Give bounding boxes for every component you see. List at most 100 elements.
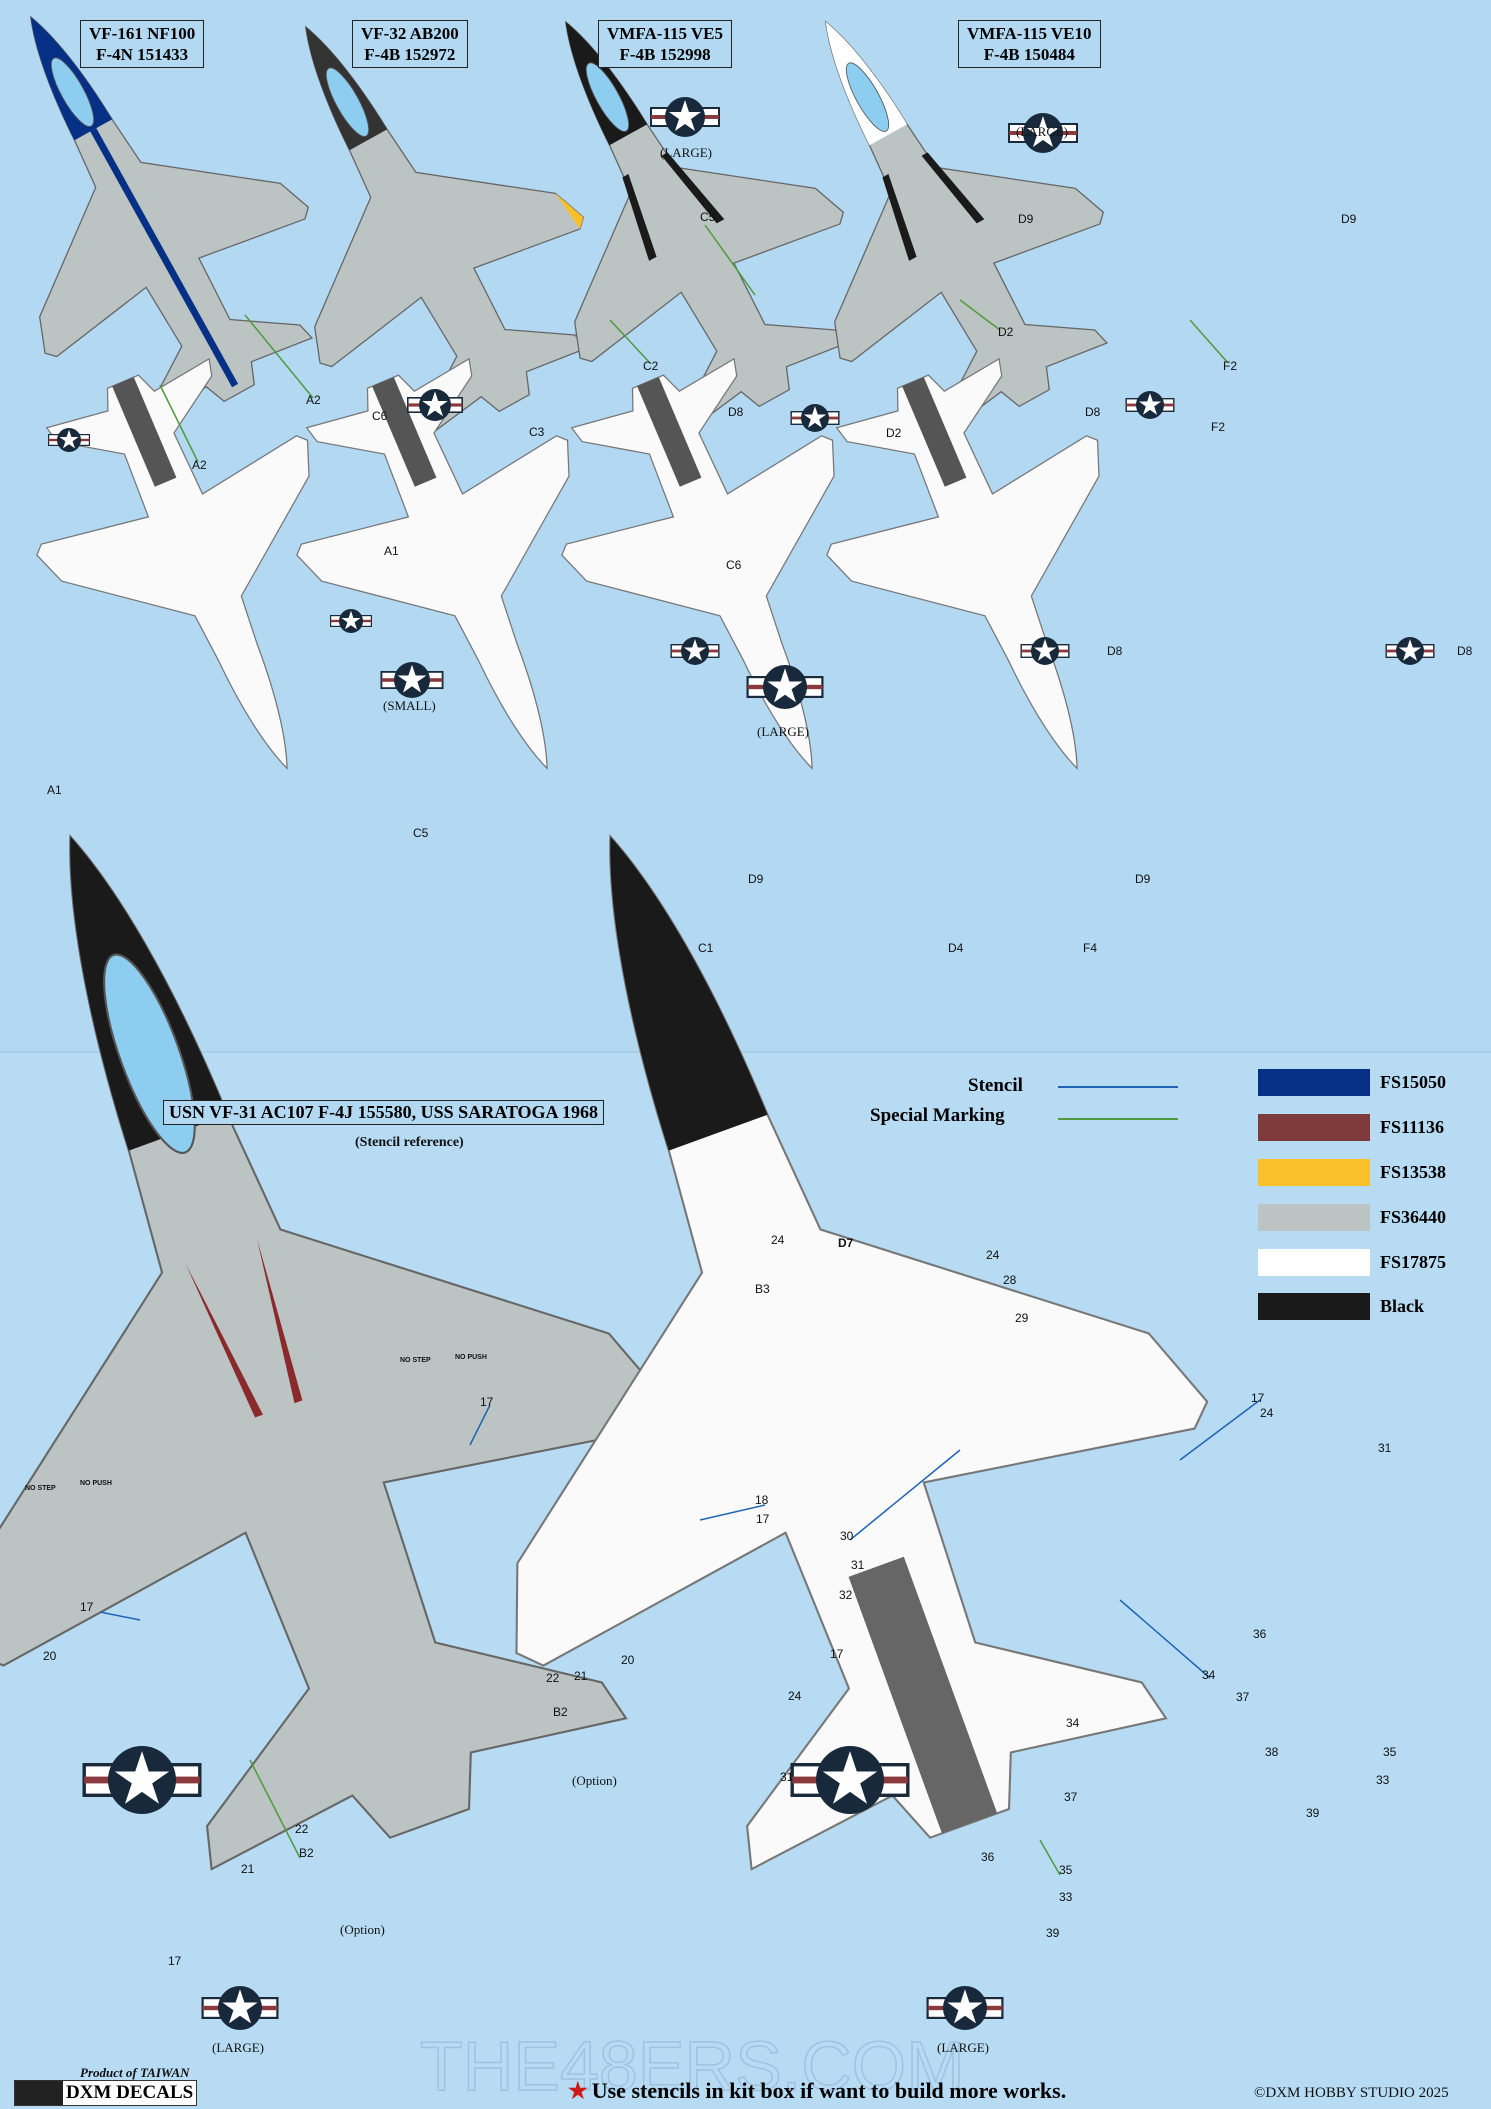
callout-size: (LARGE) [660, 145, 712, 160]
callout: D8 [728, 405, 744, 419]
color-swatch [1258, 1293, 1370, 1320]
stencil-number: 36 [1253, 1627, 1267, 1641]
stencil-number: 17 [168, 1954, 182, 1968]
aircraft-top-view-3 [433, 0, 907, 472]
footer-note: ★Use stencils in kit box if want to buil… [568, 2078, 1067, 2103]
stencil-number: 17 [756, 1512, 770, 1526]
option-label: (Option) [572, 1773, 617, 1788]
callout: D9 [748, 872, 764, 886]
key-stencil-label: Stencil [968, 1075, 1023, 1096]
callout: C3 [529, 425, 545, 439]
stencil-section-subtitle: (Stencil reference) [355, 1135, 464, 1150]
legend-item: FS13538 [1258, 1159, 1446, 1186]
roundel [790, 403, 840, 433]
key-stencil-line [1058, 1086, 1178, 1088]
stencil-number: 18 [755, 1493, 769, 1507]
aircraft-bottom-view-3 [512, 323, 948, 827]
callout: D8 [1107, 644, 1123, 658]
stencil-number: 35 [1059, 1863, 1073, 1877]
stencil-number: 24 [771, 1233, 785, 1247]
callout: C5 [413, 826, 429, 840]
stencil-number: 35 [1383, 1745, 1397, 1759]
stencil-number: B2 [299, 1846, 314, 1860]
color-swatch [1258, 1204, 1370, 1231]
aircraft-bottom-view-2 [247, 323, 683, 827]
callout: C1 [698, 941, 714, 955]
stencil-number: 29 [1015, 1311, 1029, 1325]
watermark: THE48ERS.COM [420, 2027, 965, 2105]
color-swatch [1258, 1069, 1370, 1096]
aircraft-top-view-2 [173, 0, 647, 477]
roundel [330, 608, 372, 634]
callout: D2 [886, 426, 902, 440]
color-swatch [1258, 1114, 1370, 1141]
roundel [1125, 390, 1175, 420]
stencil-leaders [99, 1399, 1261, 1679]
callout: D9 [1135, 872, 1151, 886]
callout: D2 [998, 325, 1014, 339]
stencil-number: 17 [1251, 1391, 1265, 1405]
callout-size: (LARGE) [757, 724, 809, 739]
stencil-number: 36 [981, 1850, 995, 1864]
stencil-number: 24 [1260, 1406, 1274, 1420]
callout: C6 [726, 558, 742, 572]
stencil-number: 30 [840, 1529, 854, 1543]
callout: C2 [643, 359, 659, 373]
stencil-number: 31 [851, 1558, 865, 1572]
stencil-number: 21 [574, 1669, 588, 1683]
stencil-number: 33 [1059, 1890, 1073, 1904]
callout: C6 [372, 409, 388, 423]
callout: D9 [1341, 212, 1357, 226]
stencil-number: 31 [1378, 1441, 1392, 1455]
callout: D4 [948, 941, 964, 955]
callout-size: (SMALL) [383, 698, 436, 713]
callout: F4 [1083, 941, 1098, 955]
no-step-label: NO STEP [400, 1357, 431, 1364]
stencil-number: 39 [1306, 1806, 1320, 1820]
legend-item: FS17875 [1258, 1249, 1446, 1276]
roundel [1385, 636, 1435, 666]
stencil-number: 22 [295, 1822, 309, 1836]
no-step-label: NO STEP [25, 1485, 56, 1492]
stencil-section-title: USN VF-31 AC107 F-4J 155580, USS SARATOG… [163, 1100, 605, 1125]
aircraft-bottom-view-4 [777, 323, 1213, 827]
callout: F2 [1211, 420, 1226, 434]
stencil-number: 33 [1376, 1773, 1390, 1787]
copyright: ©DXM HOBBY STUDIO 2025 [1254, 2085, 1449, 2101]
key-special-line [1058, 1118, 1178, 1120]
stencil-number: 34 [1202, 1668, 1216, 1682]
aircraft-bottom-view-1 [0, 323, 423, 827]
stencil-number: 20 [621, 1653, 635, 1667]
no-push-label: NO PUSH [455, 1354, 487, 1361]
stencil-number: 24 [788, 1689, 802, 1703]
legend-item: FS11136 [1258, 1114, 1444, 1141]
stencil-number: 21 [241, 1862, 255, 1876]
stencil-number: 17 [830, 1647, 844, 1661]
callout: F2 [1223, 359, 1238, 373]
callout: D8 [1457, 644, 1473, 658]
aircraft-top-view-1 [0, 0, 372, 467]
star-icon: ★ [568, 2078, 588, 2103]
stencil-number: 22 [546, 1671, 560, 1685]
stencil-number: 31 [780, 1770, 794, 1784]
legend-item: Black [1258, 1293, 1424, 1320]
callout: D8 [1085, 405, 1101, 419]
large-label: (LARGE) [212, 2040, 264, 2055]
callout: A1 [47, 783, 62, 797]
stencil-number: B3 [755, 1282, 770, 1296]
color-swatch [1258, 1249, 1370, 1276]
product-origin: Product of TAIWAN [80, 2065, 190, 2080]
color-swatch [1258, 1159, 1370, 1186]
callout: D9 [1018, 212, 1034, 226]
special-marking-leaders [159, 224, 1229, 1876]
brand-logo: DXM DECALS [14, 2080, 198, 2106]
stencil-number: 37 [1236, 1690, 1250, 1704]
stencil-number: 17 [80, 1600, 94, 1614]
legend-item: FS36440 [1258, 1204, 1446, 1231]
option-label: (Option) [340, 1922, 385, 1937]
dem-logo-icon [15, 2081, 63, 2105]
stencil-number: 39 [1046, 1926, 1060, 1940]
